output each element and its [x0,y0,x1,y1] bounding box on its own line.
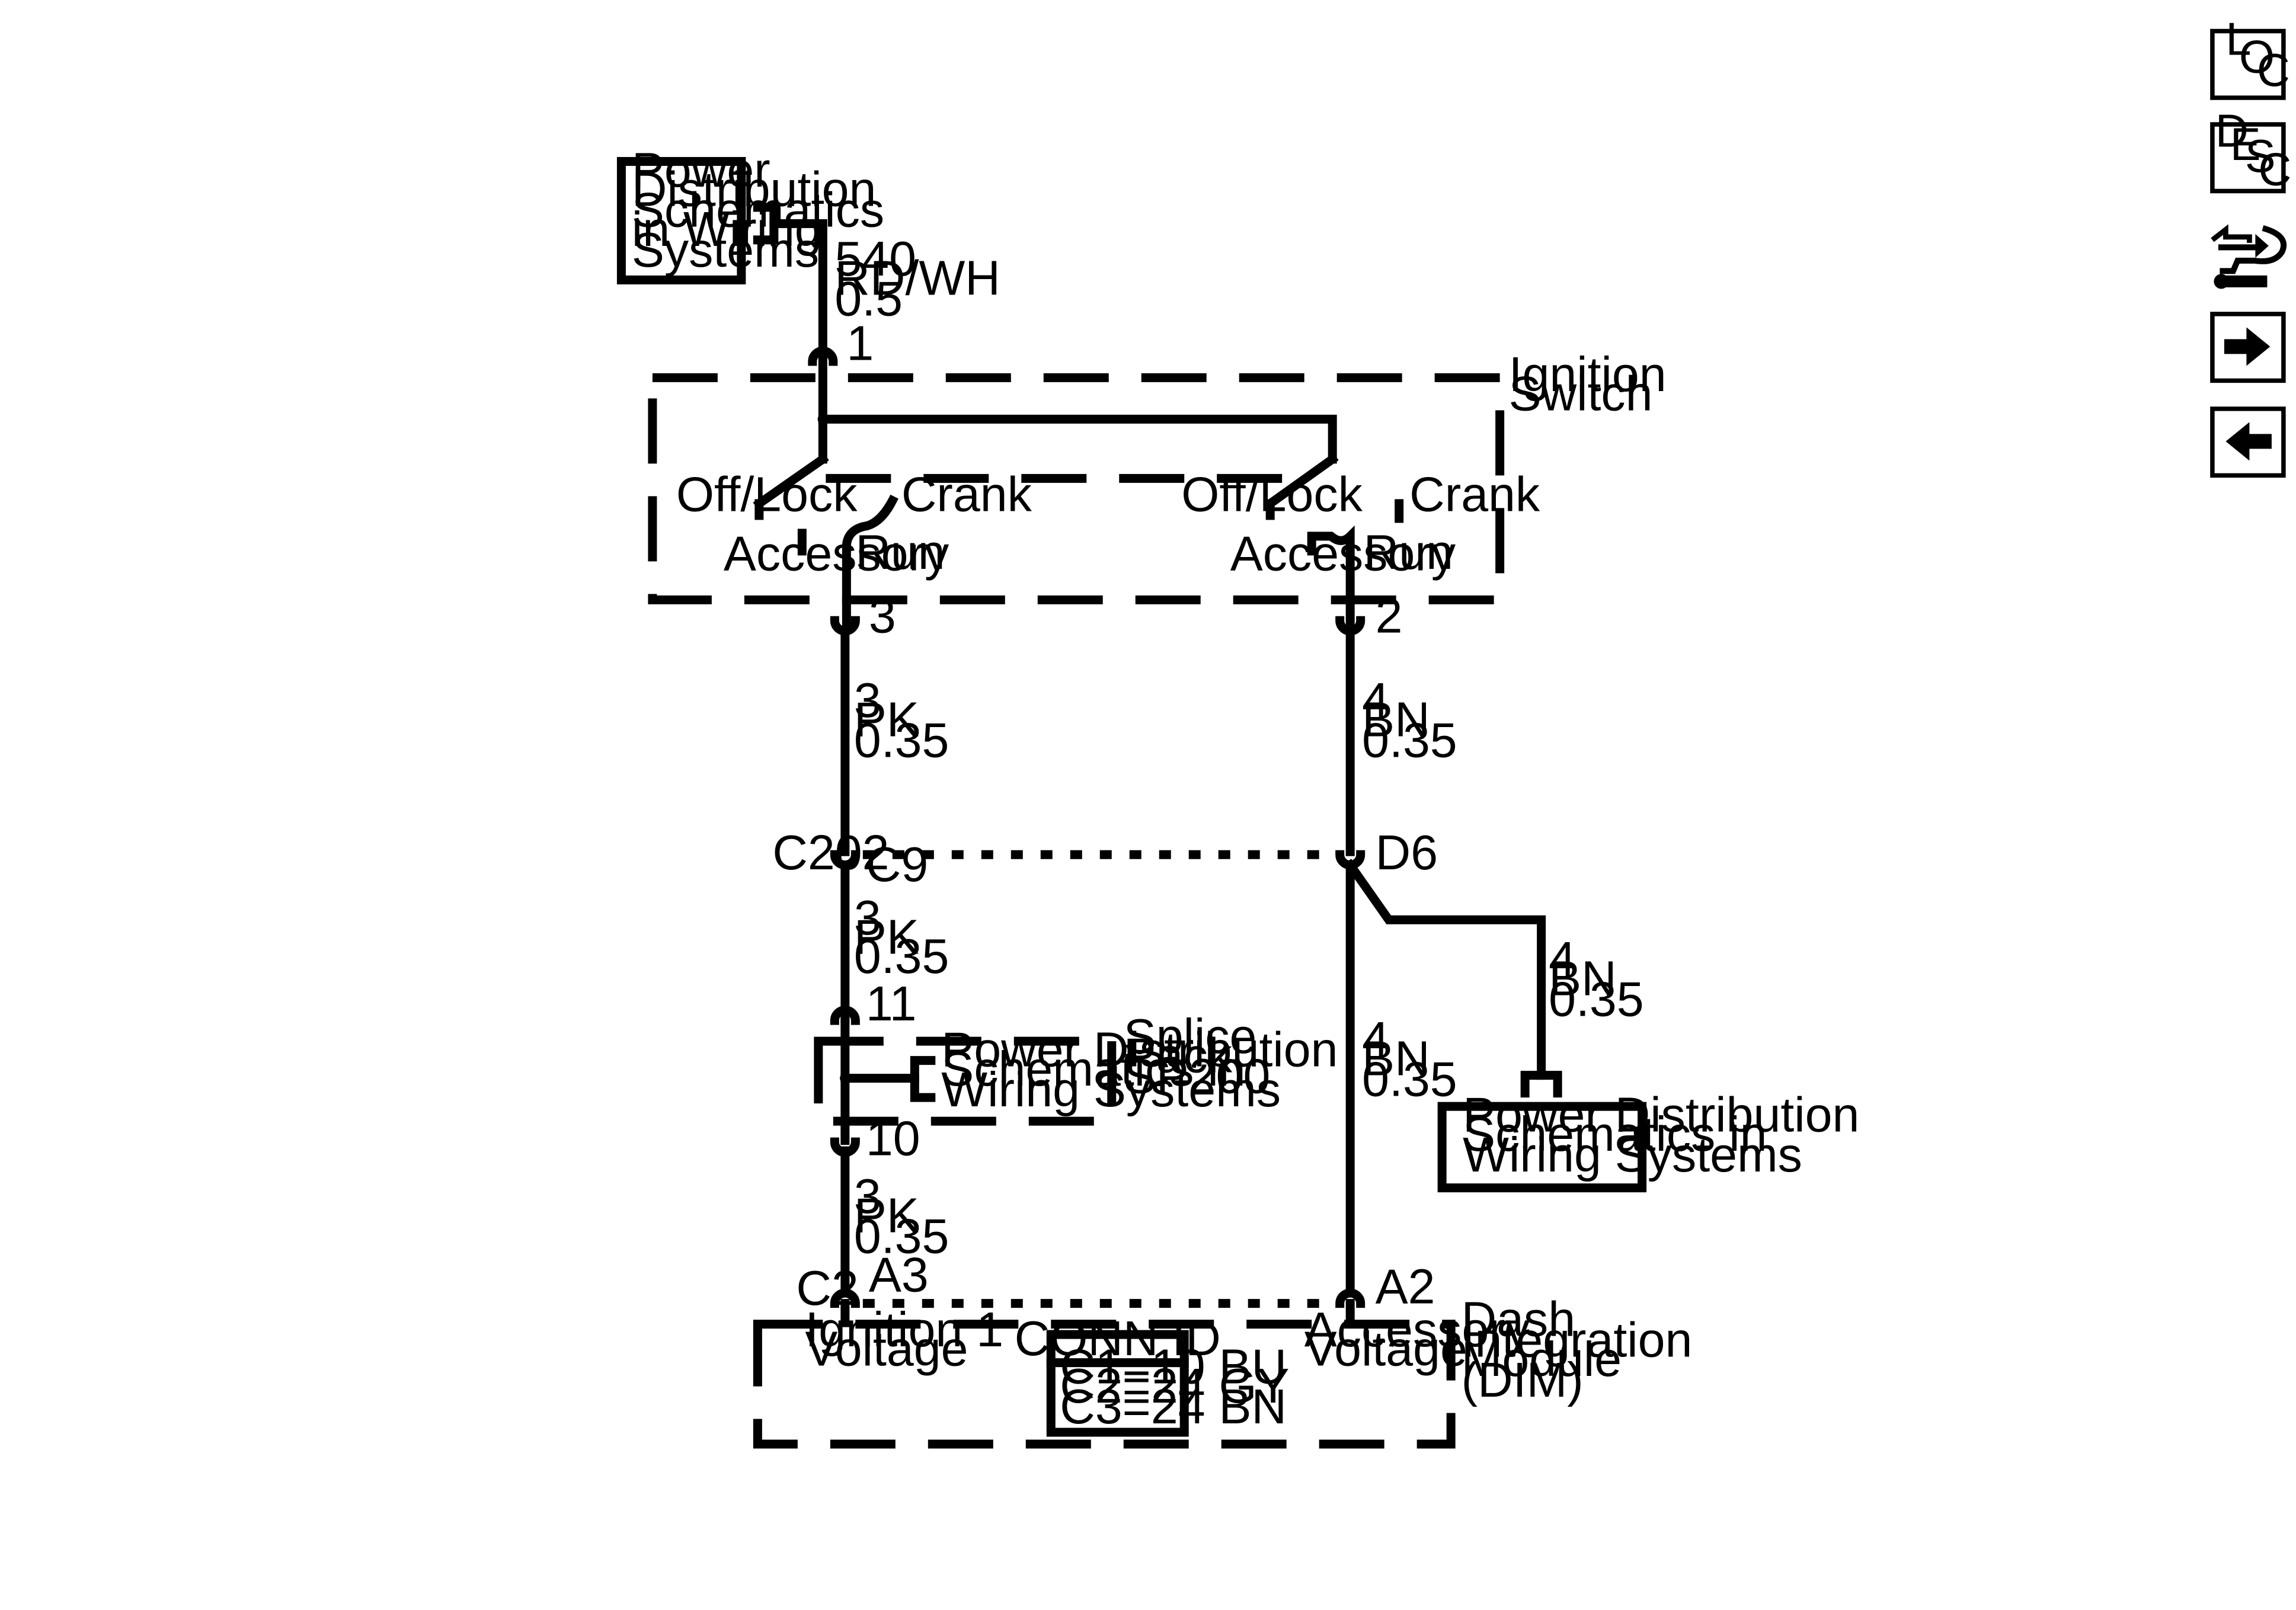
left-run-crank-contact [842,494,898,627]
dim-left-label2: Voltage [805,1322,968,1377]
top-pd-line4: in Wiring [632,202,822,257]
right-pd-line2: Schematics in [1463,1107,1767,1161]
wire-3c-size: 0.35 [854,1209,949,1264]
right-accessory-run-contact [1307,525,1355,627]
dim-title4: (DIM) [1462,1353,1584,1407]
c202-c9-label: C9 [866,837,928,892]
wire-3b-color: PK [854,910,919,965]
splice-pd-line3: Wiring Systems [941,1062,1281,1117]
arrow-left-icon [2225,422,2272,461]
loc-letter-o: O [2239,31,2275,82]
wire-540-color: RD/WH [834,251,1000,305]
dim-a3-label: A3 [869,1248,929,1302]
c202-name: C202 [772,825,889,880]
left-accessory-label: Accessory [724,526,949,581]
next-page-button[interactable] [2210,312,2286,383]
top-pd-line1: Power [632,143,770,197]
wire-540-circuit: 540 [834,232,916,286]
loc-letter-l: L [2225,14,2251,65]
splice-title1: Splice [1124,1009,1257,1064]
right-pd-line3: Wiring Systems [1463,1128,1802,1182]
wire-4a-color: BN [1362,692,1430,747]
dim-left-label1: Ignition 1 [805,1302,1003,1357]
left-switch-blade [753,453,829,510]
wire-3a-circuit: 3 [854,673,881,728]
loc-button[interactable]: L O C [2210,14,2290,100]
wire-540-size: 0.5 [834,271,903,326]
conn-id-row: C1=10 BU [1060,1340,1287,1394]
conn-id-header: CONN ID [1015,1311,1221,1366]
dim-a2-label: A2 [1376,1260,1435,1314]
loc-letter-c: C [2257,45,2290,96]
dim-title3: Module [1462,1332,1622,1387]
conn-id-box[interactable] [1046,1330,1189,1437]
switch-bus-wire [818,414,1337,464]
splice-pin-10-label: 10 [866,1112,920,1166]
right-pd-bracket [1520,1071,1562,1098]
dim-a3-terminal [830,1288,860,1308]
desc-button[interactable]: D E S C [2210,105,2291,195]
ignition-switch-title2: Switch [1509,366,1653,421]
splice-pd-line1: Power Distribution [941,1023,1338,1077]
conn-id-row: C3=24 BN [1060,1379,1287,1434]
pin-1-terminal [808,346,838,366]
left-run-label: Run [855,525,945,580]
dim-title2: Integration [1462,1313,1693,1368]
splice-title3: SP200 [1124,1049,1271,1104]
connector-end-view-icon [2211,224,2287,289]
top-pd-line5: Systems [632,223,819,277]
ignition-switch-box[interactable] [648,373,1505,604]
wire-3c-circuit: 3 [854,1169,881,1224]
wire-4b-color: BN [1362,1032,1430,1086]
right-crank-label: Crank [1409,467,1540,521]
wire-3a-color: PK [854,692,919,747]
right-pd-line1: Power Distribution [1463,1088,1859,1142]
right-accessory-label: Accessory [1230,526,1456,581]
pin-1-label: 1 [846,316,874,370]
wire-4c-size: 0.35 [1549,972,1644,1027]
previous-page-button[interactable] [2210,406,2286,478]
connector-end-view-button[interactable] [2211,224,2287,289]
desc-letter-e: E [2230,119,2261,170]
desc-letter-d: D [2215,105,2249,156]
splice-pd-line2: Schematics in [941,1042,1245,1096]
pin-3-label: 3 [869,588,896,643]
wire-3b-size: 0.35 [854,929,949,984]
splice-pin-11-terminal [830,1006,860,1025]
c202-d6-label: D6 [1376,825,1438,880]
top-power-distribution-box[interactable] [616,156,746,284]
desc-letter-s: S [2245,131,2276,182]
wire-4a-circuit: 4 [1362,673,1389,728]
dim-right-label1: Accessory [1304,1302,1530,1357]
splice-pd-bracket [910,1056,936,1102]
right-run-label: Run [1364,525,1453,580]
wire-4c-color: BN [1549,952,1617,1006]
wire-540 [769,219,827,360]
conn-id-row: C2=24 GY [1060,1359,1289,1413]
dim-module-box[interactable] [753,1320,1456,1449]
dim-conn-name: C2 [796,1261,858,1315]
dim-title1: Dash [1462,1292,1576,1347]
ignition-switch-title1: Ignition [1509,347,1667,402]
wire-3c-color: PK [854,1189,919,1243]
arrow-right-icon [2224,327,2271,366]
splice-pack-box[interactable] [814,1036,1117,1126]
splice-pin-11-label: 11 [866,977,917,1031]
splice-title2: Pack [1124,1029,1233,1083]
desc-letter-c: C [2258,144,2291,195]
pin-2-label: 2 [1376,588,1403,643]
wire-3a-size: 0.35 [854,713,949,767]
dim-a2-terminal [1335,1288,1366,1308]
wire-4b-size: 0.35 [1362,1052,1457,1107]
wire-4b-circuit: 4 [1362,1012,1389,1067]
wire-4-branch [1344,859,1546,1080]
right-power-distribution-box[interactable] [1437,1102,1647,1193]
dim-right-label2: Voltage [1304,1322,1467,1377]
wire-4c-circuit: 4 [1549,932,1576,987]
right-switch-blade [1264,453,1339,510]
wire-4a-size: 0.35 [1362,713,1457,767]
wire-3b-circuit: 3 [854,891,881,945]
